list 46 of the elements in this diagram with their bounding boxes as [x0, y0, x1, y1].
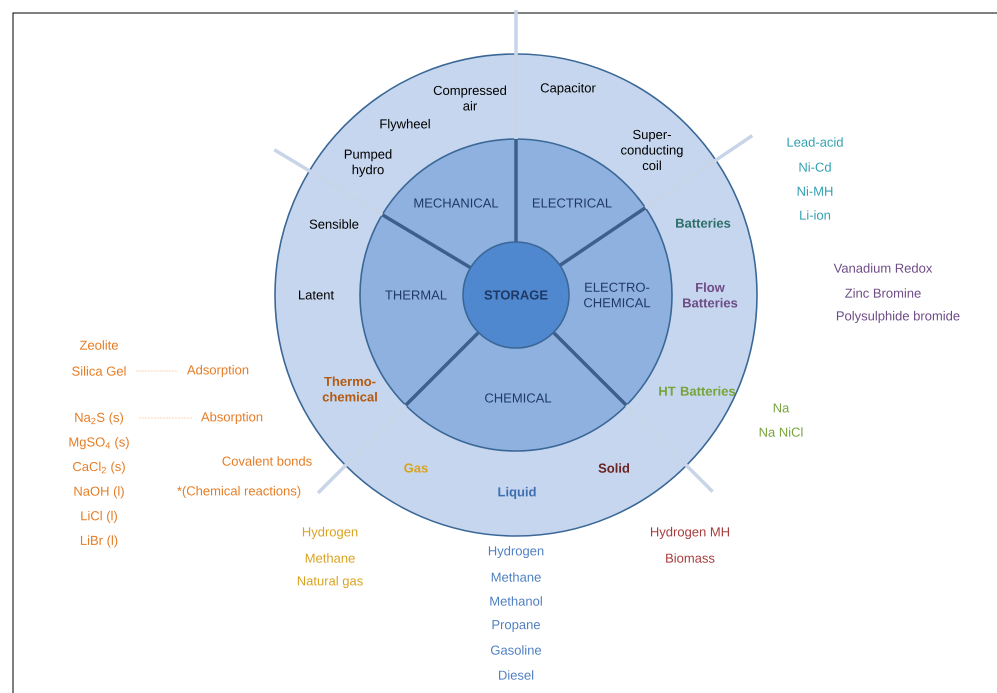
- list-item: Methanol: [490, 596, 542, 606]
- item-label: Latent: [299, 290, 334, 300]
- list-item: Li-ion: [800, 210, 830, 220]
- list-item: Propane: [492, 620, 540, 632]
- group-label: Flow Batteries: [683, 282, 738, 308]
- list-item: Methane: [492, 572, 541, 582]
- note-text: *(Chemical reactions): [177, 486, 300, 498]
- category-label: THERMAL: [385, 290, 447, 300]
- category-label: ELECTRICAL: [532, 198, 612, 208]
- material-list: Zeolite Silica Gel: [72, 340, 126, 376]
- group-label: Liquid: [498, 486, 536, 500]
- list-item: Ni-MH: [798, 186, 832, 196]
- item-label: Pumped hydro: [344, 149, 392, 177]
- group-label: Solid: [598, 463, 630, 473]
- list-item: Na: [774, 403, 790, 413]
- group-label: Gas: [404, 463, 428, 473]
- group-label: Thermo-chemical: [322, 376, 377, 402]
- process-label: Absorption: [200, 412, 262, 424]
- material-list: Na$_{2}$S (s) MgSO$_{4}$ (s) CaCl$_{2}$ (s) NaOH (l) LiCl (l) LiBr (l): [70, 412, 129, 548]
- list-item: Zinc Bromine: [845, 288, 921, 298]
- list-item: Biomass: [666, 553, 714, 563]
- list-item: Lead-acid: [788, 137, 843, 147]
- list-item: Hydrogen MH: [650, 526, 730, 540]
- item-label: Flywheel: [380, 118, 430, 132]
- list-item: Diesel: [499, 670, 534, 680]
- item-label: Sensible: [310, 219, 358, 229]
- category-label: MECHANICAL: [414, 198, 498, 208]
- item-label: Super-conducting coil: [621, 130, 683, 170]
- list-item: Hydrogen: [488, 546, 544, 558]
- list-item: Natural gas: [298, 576, 363, 588]
- item-label: Covalent bonds: [222, 456, 312, 466]
- list-item: Na NiCl: [760, 427, 802, 437]
- category-label: ELECTRO-CHEMICAL: [584, 282, 650, 308]
- list-item: Vanadium Redox: [834, 263, 932, 273]
- group-label: Batteries: [676, 218, 730, 228]
- list-item: Gasoline: [491, 645, 542, 655]
- item-label: Capacitor: [540, 82, 596, 96]
- category-label: CHEMICAL: [485, 393, 552, 403]
- list-item: Methane: [306, 553, 355, 563]
- list-item: Hydrogen: [302, 526, 358, 540]
- list-item: Ni-Cd: [799, 162, 831, 172]
- dashed-connector: [135, 370, 178, 372]
- process-label: Adsorption: [186, 364, 248, 378]
- list-item: Polysulphide bromide: [836, 310, 960, 324]
- item-label: Compressed air: [434, 85, 506, 111]
- group-label: HT Batteries: [659, 386, 736, 396]
